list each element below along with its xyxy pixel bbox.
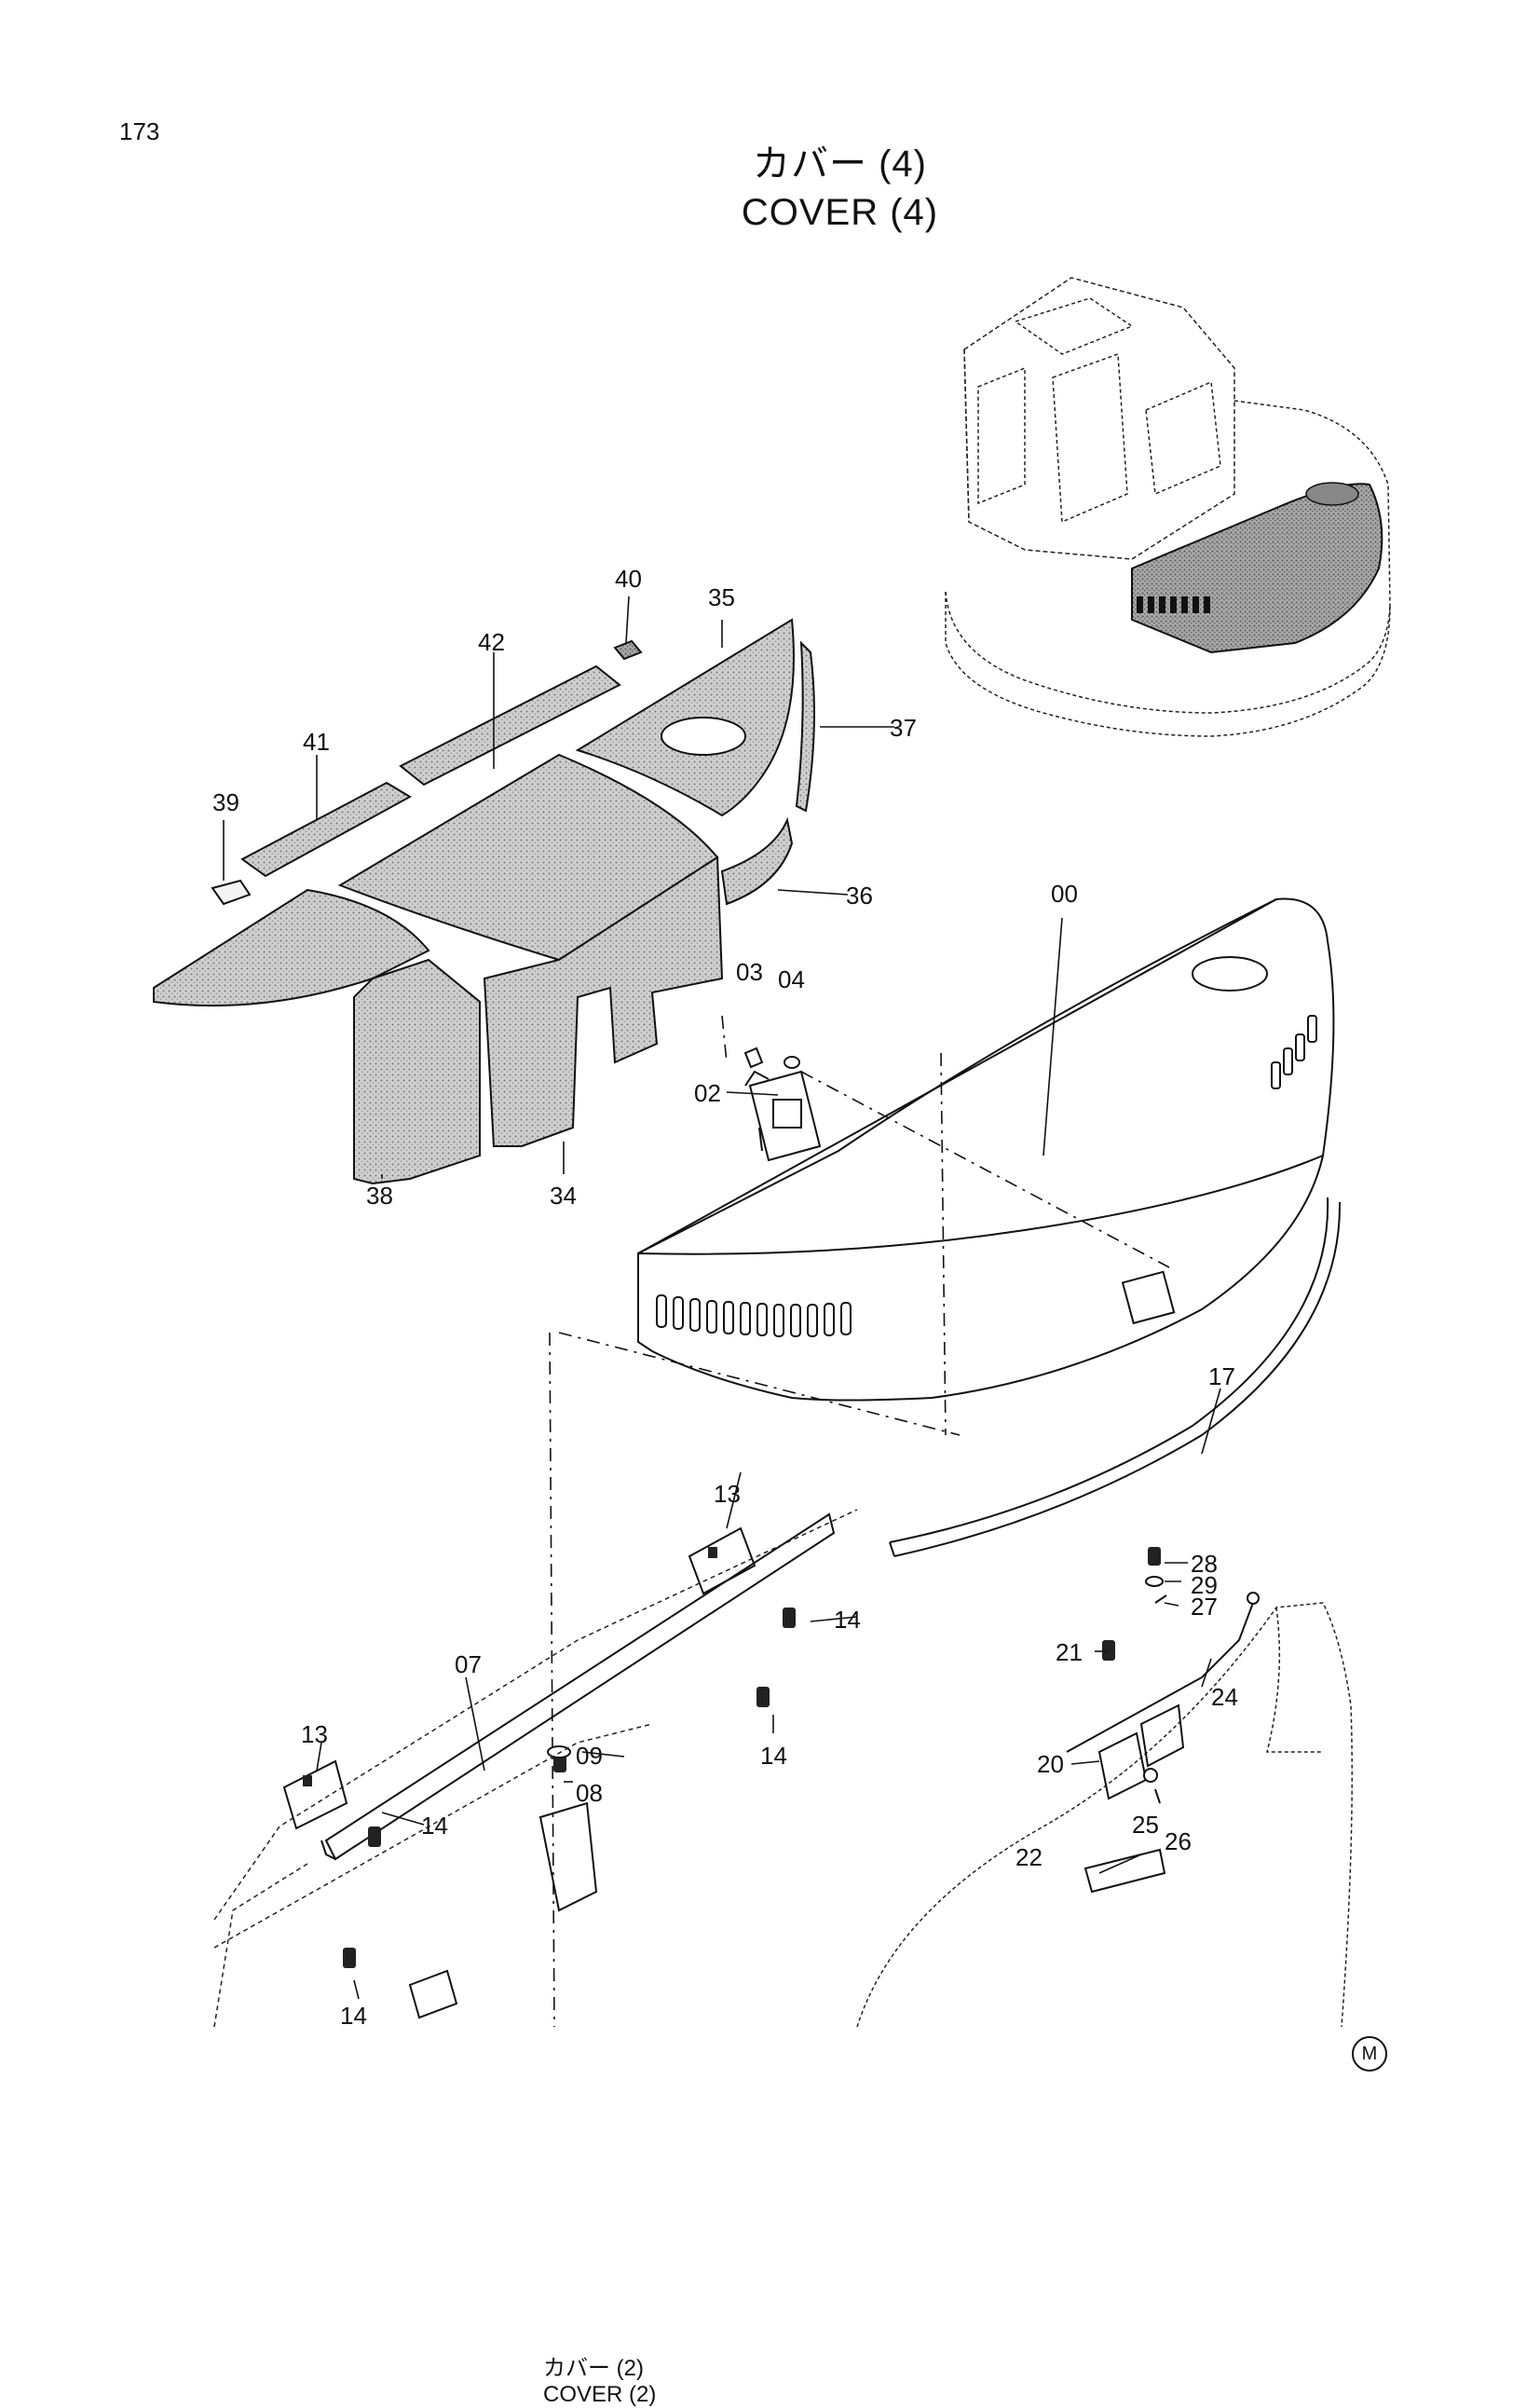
title-japanese: カバー (4) <box>753 144 927 185</box>
label-17: 17 <box>1208 1362 1235 1390</box>
exploded-parts-diagram: 00 02 03 04 07 08 09 13 13 14 14 14 14 1… <box>153 277 1391 2030</box>
label-34: 34 <box>550 1182 577 1210</box>
label-00: 00 <box>1051 880 1078 908</box>
label-25: 25 <box>1132 1811 1159 1839</box>
label-07: 07 <box>455 1650 482 1678</box>
page-number: 173 <box>119 117 160 145</box>
label-13-upper: 13 <box>714 1480 741 1508</box>
counterweight-and-lock-assembly <box>856 1547 1353 2028</box>
machine-overview-illustration <box>945 277 1391 737</box>
latch-hardware <box>743 1047 822 1162</box>
reference-label-japanese: カバー (2) <box>543 2356 644 2381</box>
label-04: 04 <box>778 965 805 993</box>
label-09: 09 <box>576 1742 603 1770</box>
label-41: 41 <box>303 728 330 756</box>
page-title: カバー (4) COVER (4) <box>0 140 1540 237</box>
label-39: 39 <box>212 788 239 816</box>
label-27: 27 <box>1191 1593 1218 1621</box>
label-20: 20 <box>1037 1750 1064 1778</box>
label-40: 40 <box>615 565 642 593</box>
label-38: 38 <box>366 1182 393 1210</box>
main-cover-assembly <box>637 897 1335 1402</box>
label-02: 02 <box>694 1079 721 1107</box>
label-22: 22 <box>1015 1843 1043 1871</box>
reference-label-english: COVER (2) <box>543 2382 657 2407</box>
label-29: 29 <box>1191 1571 1218 1599</box>
label-14-d: 14 <box>340 2002 367 2030</box>
label-24: 24 <box>1211 1683 1238 1711</box>
label-26: 26 <box>1165 1827 1192 1855</box>
label-14-c: 14 <box>421 1812 448 1840</box>
label-42: 42 <box>478 628 505 656</box>
label-03: 03 <box>736 958 763 986</box>
label-37: 37 <box>890 714 917 742</box>
title-english: COVER (4) <box>741 192 939 233</box>
label-13-lower: 13 <box>301 1720 328 1748</box>
rail-and-hinge-assembly <box>213 1509 858 2028</box>
label-28: 28 <box>1191 1550 1218 1578</box>
foam-insulation-group <box>153 618 815 1185</box>
label-35: 35 <box>708 583 735 611</box>
label-14-b: 14 <box>760 1742 787 1770</box>
m-mark-symbol: M <box>1352 2036 1387 2072</box>
label-14-a: 14 <box>834 1606 861 1634</box>
label-21: 21 <box>1056 1638 1083 1666</box>
leader-lines <box>223 595 1221 2000</box>
label-36: 36 <box>846 882 873 910</box>
seal-strip <box>889 1197 1342 1557</box>
label-08: 08 <box>576 1779 603 1807</box>
vent-slots <box>656 1294 852 1337</box>
part-number-labels: 00 02 03 04 07 08 09 13 13 14 14 14 14 1… <box>212 565 1238 2030</box>
